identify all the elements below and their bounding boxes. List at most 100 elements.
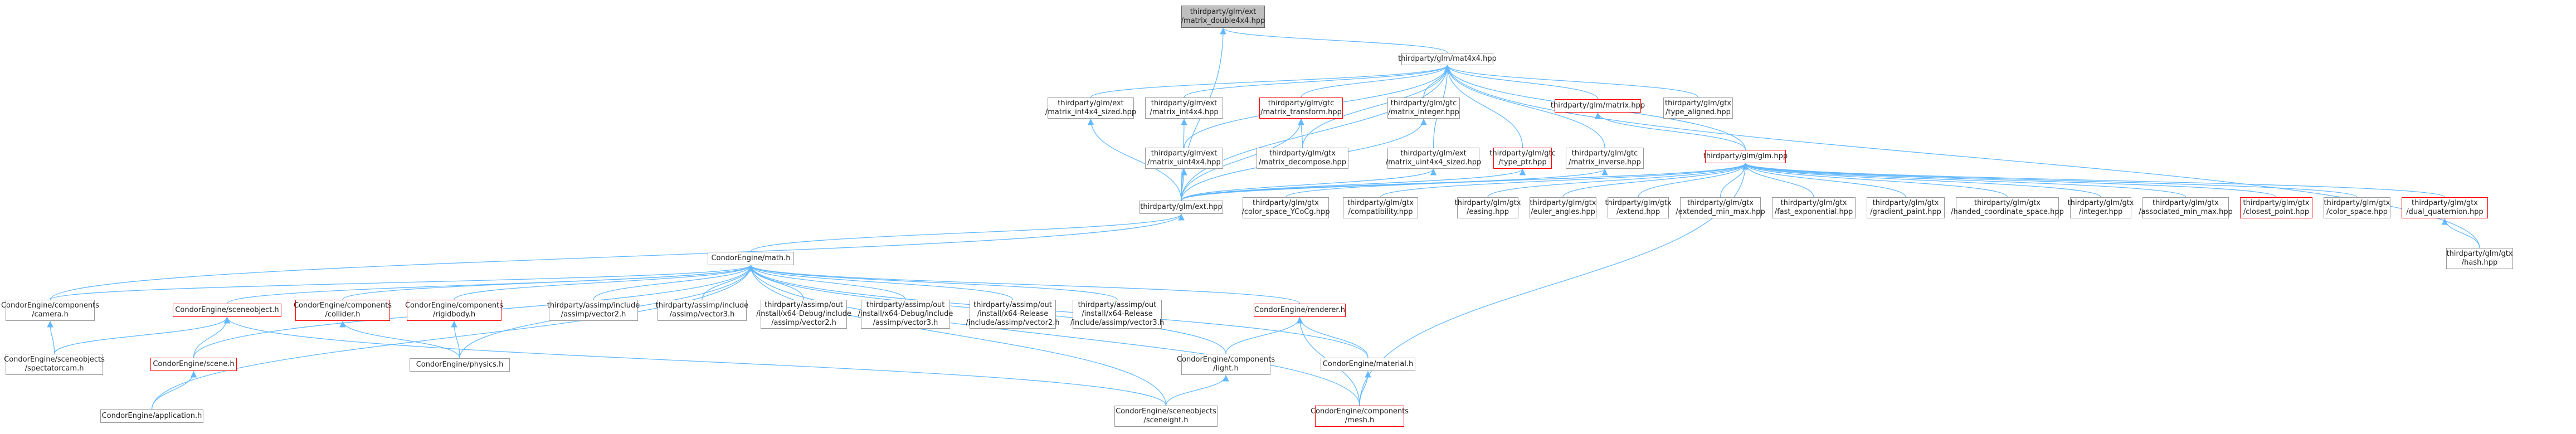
node-gtc-typeptr[interactable]: thirdparty/glm/gtc/type_ptr.hpp [1489, 148, 1556, 169]
node-gtc-minteger[interactable]: thirdparty/glm/gtc/matrix_integer.hpp [1387, 97, 1460, 119]
node-gtx-extend[interactable]: thirdparty/glm/gtx/extend.hpp [1605, 197, 1672, 218]
node-gtx-easing[interactable]: thirdparty/glm/gtx/easing.hpp [1455, 197, 1521, 218]
edge-ext_hpp-to-gtc_mtrans [1181, 118, 1304, 201]
edge-assimp_v2-to-math_h [593, 265, 754, 300]
edge-spectatorcam-to-sceneobject [53, 316, 231, 354]
node-gtc-minverse[interactable]: thirdparty/glm/gtc/matrix_inverse.hpp [1566, 148, 1644, 169]
edge-comp_rigidbody-to-math_h [454, 265, 754, 300]
node-material[interactable]: CondorEngine/material.h [1321, 358, 1415, 371]
node-scene[interactable]: CondorEngine/scene.h [150, 358, 237, 371]
edge-gtx_assocmm-to-glm_hpp [1742, 163, 2187, 198]
node-assimp-dbg-v3[interactable]: thirdparty/assimp/out/install/x64-Debug/… [858, 300, 953, 329]
node-gtx-closest[interactable]: thirdparty/glm/gtx/closest_point.hpp [2240, 197, 2312, 218]
node-application[interactable]: CondorEngine/application.h [100, 409, 203, 423]
node-assimp-v2[interactable]: thirdparty/assimp/include/assimp/vector2… [547, 300, 640, 321]
node-gtx-handed[interactable]: thirdparty/glm/gtx/handed_coordinate_spa… [1951, 197, 2064, 218]
node-gtx-gradpaint[interactable]: thirdparty/glm/gtx/gradient_paint.hpp [1867, 197, 1945, 218]
edge-sceneobject-to-math_h [226, 265, 754, 304]
node-label-line: thirdparty/glm/mat4x4.hpp [1398, 55, 1497, 63]
node-comp-rigidbody[interactable]: CondorEngine/components/rigidbody.h [405, 300, 503, 321]
edge-gtc_mtrans-to-mat4x4 [1301, 65, 1451, 98]
node-assimp-v3[interactable]: thirdparty/assimp/include/assimp/vector3… [656, 300, 748, 321]
node-glm-matrix[interactable]: thirdparty/glm/matrix.hpp [1551, 99, 1645, 113]
node-physics[interactable]: CondorEngine/physics.h [410, 358, 510, 372]
node-gtx-assocmm[interactable]: thirdparty/glm/gtx/associated_min_max.hp… [2139, 197, 2233, 218]
node-math-h[interactable]: CondorEngine/math.h [708, 252, 794, 265]
edge-gtx_easing-to-glm_hpp [1487, 163, 1749, 198]
node-comp-collider[interactable]: CondorEngine/components/collider.h [294, 300, 392, 321]
node-label-line: /extended_min_max.hpp [1676, 208, 1765, 216]
node-gtx-compat[interactable]: thirdparty/glm/gtx/compatibility.hpp [1343, 197, 1418, 218]
node-gtx-hash[interactable]: thirdparty/glm/gtx/hash.hpp [2446, 248, 2513, 269]
node-label-line: thirdparty/glm/gtx [2243, 199, 2310, 207]
node-spectatorcam[interactable]: CondorEngine/sceneobjects/spectatorcam.h [4, 354, 105, 375]
node-gtx-fastexp[interactable]: thirdparty/glm/gtx/fast_exponential.hpp [1772, 197, 1856, 218]
node-label-line: thirdparty/glm/gtx [1974, 199, 2041, 207]
edge-gtx_gradpaint-to-glm_hpp [1742, 163, 1906, 198]
edge-so_sceneight-to-comp_light [1165, 374, 1229, 406]
node-label-line: /color_space_YCoCg.hpp [1241, 208, 1330, 216]
node-comp-mesh[interactable]: CondorEngine/components/mesh.h [1311, 406, 1409, 427]
node-gtc-mtrans[interactable]: thirdparty/glm/gtc/matrix_transform.hpp [1259, 97, 1343, 119]
node-label-line: thirdparty/assimp/out [973, 301, 1052, 309]
node-label-line: /gradient_paint.hpp [1870, 208, 1941, 216]
node-label-line: /assimp/vector2.h [771, 319, 836, 327]
edge-gtx_mdecomp-to-mat4x4 [1302, 65, 1451, 148]
node-ext-m4x4-sized[interactable]: thirdparty/glm/ext/matrix_int4x4_sized.h… [1045, 97, 1136, 119]
node-assimp-dbg-v2[interactable]: thirdparty/assimp/out/install/x64-Debug/… [756, 300, 851, 329]
edge-application-to-scene [151, 370, 197, 410]
node-label-line: thirdparty/glm/gtx [2153, 199, 2219, 207]
node-label-line: /color_space.hpp [2326, 208, 2388, 216]
node-comp-light[interactable]: CondorEngine/components/light.h [1177, 354, 1275, 375]
node-label-line: /assimp/vector3.h [873, 319, 938, 327]
node-gtx-integer[interactable]: thirdparty/glm/gtx/integer.hpp [2068, 197, 2134, 218]
node-label-line: CondorEngine/sceneobjects [1116, 407, 1216, 416]
node-label-line: /assimp/vector3.h [669, 310, 735, 319]
node-gtx-csycocg[interactable]: thirdparty/glm/gtx/color_space_YCoCg.hpp [1241, 197, 1330, 218]
node-label-line: /mesh.h [1345, 416, 1375, 425]
node-ext-m4x4[interactable]: thirdparty/glm/ext/matrix_int4x4.hpp [1145, 97, 1223, 119]
node-label-line: thirdparty/glm/gtc [1268, 99, 1335, 108]
node-renderer[interactable]: CondorEngine/renderer.h [1254, 304, 1346, 317]
node-label-line: /integer.hpp [2078, 208, 2123, 216]
node-label-line: CondorEngine/components [1, 301, 100, 310]
node-label-line: /type_aligned.hpp [1666, 108, 1731, 116]
node-gtx-taligned[interactable]: thirdparty/glm/gtx/type_aligned.hpp [1663, 97, 1733, 119]
edge-gtx_handed-to-glm_hpp [1742, 163, 2008, 198]
node-sceneobject[interactable]: CondorEngine/sceneobject.h [173, 304, 281, 317]
node-gtx-mdecomp[interactable]: thirdparty/glm/gtx/matrix_decompose.hpp [1257, 148, 1348, 169]
node-label-line: CondorEngine/math.h [711, 254, 791, 262]
edge-scene-to-sceneobject [193, 316, 231, 358]
node-mat4x4[interactable]: thirdparty/glm/mat4x4.hpp [1398, 53, 1497, 65]
node-label-line: CondorEngine/components [1310, 407, 1409, 416]
edge-gtx_dualq-to-glm_hpp [1742, 163, 2446, 198]
edge-gtx_hash-to-gtx_dualq [2441, 218, 2480, 248]
node-label-line: thirdparty/assimp/out [866, 301, 945, 309]
node-label-line: /assimp/vector2.h [561, 310, 626, 319]
node-label-line: /euler_angles.hpp [1531, 208, 1595, 216]
node-ext-hpp[interactable]: thirdparty/glm/ext.hpp [1140, 201, 1223, 214]
node-label-line: thirdparty/glm/gtx [1605, 199, 1672, 207]
node-label-line: thirdparty/glm/matrix.hpp [1550, 101, 1645, 110]
node-label-line: /spectatorcam.h [25, 364, 84, 373]
node-gtx-cspace[interactable]: thirdparty/glm/gtx/color_space.hpp [2324, 197, 2390, 218]
node-assimp-rel-v2[interactable]: thirdparty/assimp/out/install/x64-Releas… [966, 300, 1060, 329]
node-label-line: thirdparty/glm/gtc [1390, 99, 1457, 108]
node-glm-hpp[interactable]: thirdparty/glm/glm.hpp [1703, 150, 1788, 163]
node-gtx-euler[interactable]: thirdparty/glm/gtx/euler_angles.hpp [1530, 197, 1596, 218]
node-label-line: /extend.hpp [1616, 208, 1660, 216]
edge-gtx_extend-to-glm_hpp [1638, 163, 1749, 198]
node-gtx-extminmax[interactable]: thirdparty/glm/gtx/extended_min_max.hpp [1676, 197, 1765, 218]
node-gtx-dualq[interactable]: thirdparty/glm/gtx/dual_quaternion.hpp [2402, 197, 2488, 218]
edge-comp_mesh-to-math_h [747, 265, 1360, 406]
node-comp-camera[interactable]: CondorEngine/components/camera.h [1, 300, 99, 321]
edge-gtx_csycocg-to-glm_hpp [1285, 163, 1749, 198]
node-label-line: thirdparty/glm/gtx [1347, 199, 1414, 207]
node-ext-mu4x4-sized[interactable]: thirdparty/glm/ext/matrix_uint4x4_sized.… [1386, 148, 1481, 169]
node-label-line: /install/x64-Debug/include [756, 310, 851, 318]
node-so-sceneight[interactable]: CondorEngine/sceneobjects/sceneight.h [1114, 406, 1218, 427]
node-assimp-rel-v3[interactable]: thirdparty/assimp/out/install/x64-Releas… [1070, 300, 1164, 329]
node-ext-mu4x4[interactable]: thirdparty/glm/ext/matrix_uint4x4.hpp [1145, 148, 1223, 169]
node-label-line: /matrix_integer.hpp [1388, 108, 1459, 116]
